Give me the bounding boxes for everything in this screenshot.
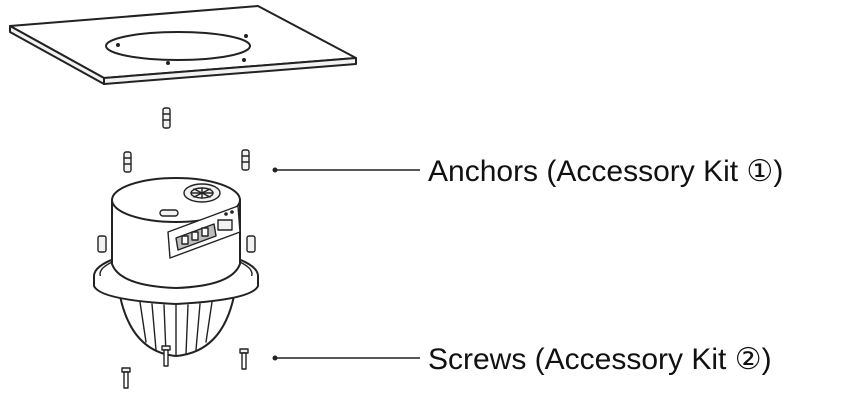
anchor [162,107,171,129]
top-connector [183,183,221,203]
screws-label: Screws (Accessory Kit ②) [428,343,772,376]
plate-hole [116,43,120,47]
screw [239,348,249,370]
ceiling-plate [9,5,357,85]
camera-body [93,177,259,357]
anchor [241,149,250,171]
flange-tab [246,235,256,253]
terminal-panel [167,205,241,259]
slot [159,209,179,217]
anchors-leader [272,167,420,173]
dome-ribs [139,301,213,357]
screw [161,345,171,367]
screws-group [121,345,249,389]
screw [121,367,131,389]
plate-hole [242,58,246,62]
screws-leader [272,355,420,361]
anchor [123,151,132,173]
plate-hole [166,61,170,65]
plate-hole [244,34,248,38]
anchors-label: Anchors (Accessory Kit ①) [428,155,783,188]
ceiling-hole [105,31,251,61]
flange-tab [97,235,107,253]
anchors-group [123,107,250,173]
